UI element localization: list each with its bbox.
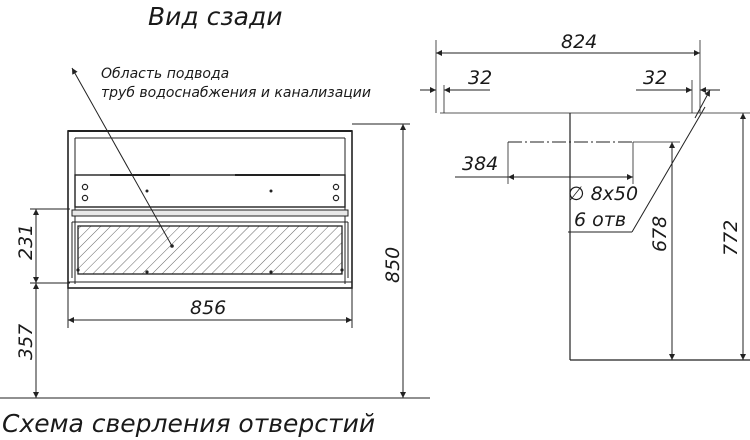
hole-marker	[269, 189, 273, 193]
dim-772-label: 772	[720, 220, 742, 256]
hole-marker	[269, 270, 273, 274]
dim-384-label: 384	[462, 153, 498, 175]
hole-spec-label: ∅ 8x50	[568, 183, 638, 205]
dim-32-right-label: 32	[643, 67, 667, 89]
annotation-line-2: труб водоснабжения и канализации	[101, 85, 371, 101]
rear-view-title: Вид сзади	[148, 2, 283, 31]
pipe-area-callout: Область подвода труб водоснабжения и кан…	[71, 66, 371, 248]
dimension-772: 772	[720, 113, 746, 360]
dim-357-label: 357	[15, 324, 37, 360]
dim-856-label: 856	[190, 297, 226, 319]
upper-panel	[74, 174, 346, 208]
dimension-384: 384	[455, 153, 633, 180]
annotation-line-1: Область подвода	[101, 66, 229, 82]
hole-marker	[145, 270, 149, 274]
dimension-824: 824	[435, 31, 701, 113]
dim-32-left-label: 32	[468, 67, 492, 89]
screw-icon	[81, 183, 89, 191]
hole-spec-callout: ∅ 8x50 6 отв	[568, 89, 711, 233]
screw-icon	[81, 194, 89, 202]
dimension-32-right: 32	[636, 67, 720, 113]
drilling-panel	[440, 112, 750, 361]
dim-678-label: 678	[649, 216, 671, 252]
dim-824-label: 824	[561, 31, 597, 53]
hole-count-label: 6 отв	[574, 209, 626, 231]
screw-icon	[332, 183, 340, 191]
drilling-scheme-title: Схема сверления отверстий	[2, 409, 375, 438]
dim-850-label: 850	[382, 247, 404, 283]
hole-marker	[76, 268, 80, 272]
pipe-supply-area	[77, 225, 343, 275]
dimension-231: 231	[15, 208, 70, 284]
dimension-678: 678	[649, 142, 675, 360]
screw-icon	[332, 194, 340, 202]
dimension-856: 856	[67, 288, 353, 328]
dim-231-label: 231	[15, 224, 37, 260]
dimension-32-left: 32	[420, 67, 492, 113]
hole-marker	[145, 189, 149, 193]
dimension-850: 850	[0, 123, 430, 399]
cabinet-rear-view	[67, 130, 353, 289]
dimension-357: 357	[15, 283, 39, 398]
hole-marker	[340, 268, 344, 272]
